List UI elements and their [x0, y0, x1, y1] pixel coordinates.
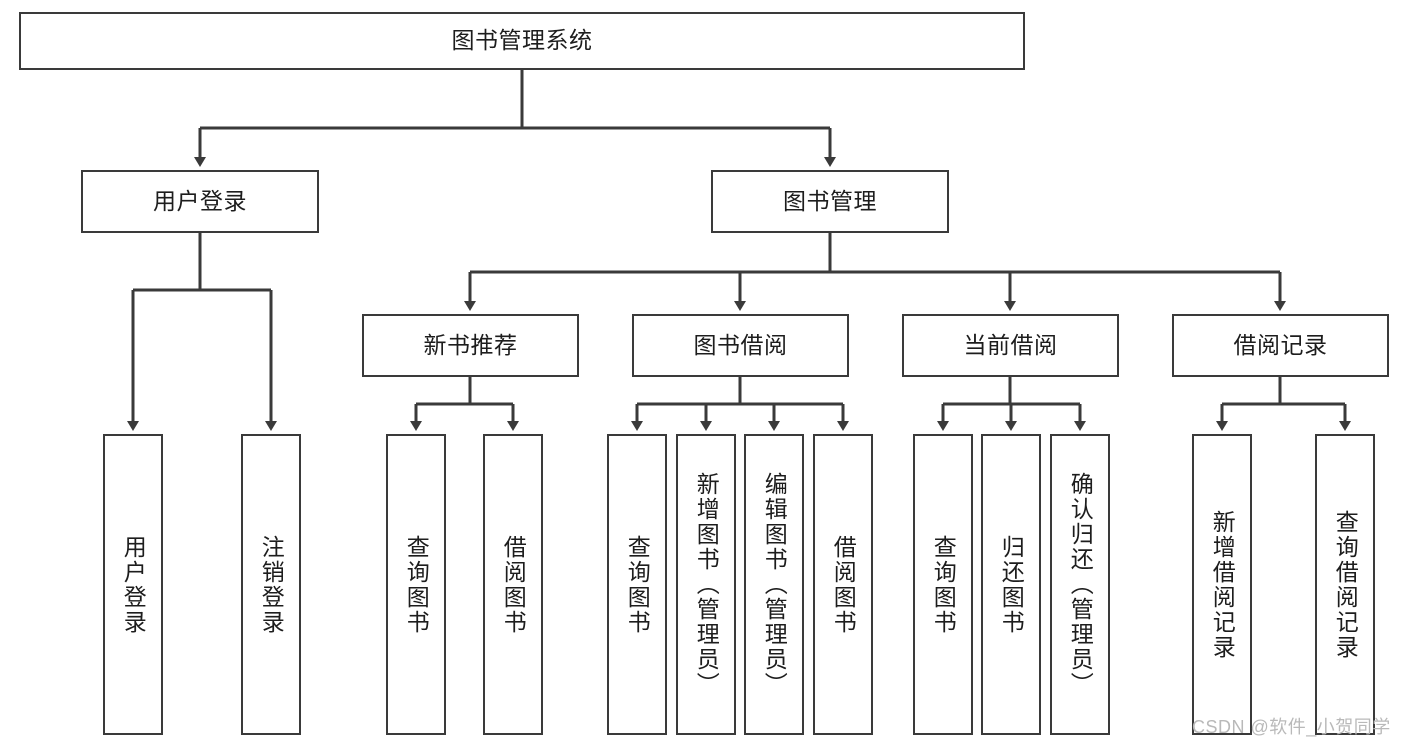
node-borrow-record[interactable]: 借阅记录: [1172, 314, 1389, 377]
leaf-query-book-borrow-label: 查询图书: [624, 534, 651, 635]
leaf-user-logout-label: 注销登录: [258, 534, 285, 635]
leaf-borrow-book-label: 借阅图书: [830, 534, 857, 635]
leaf-user-login-label: 用户登录: [120, 534, 147, 635]
leaf-edit-book-admin[interactable]: 编辑图书（管理员）: [744, 434, 804, 735]
leaf-return-book[interactable]: 归还图书: [981, 434, 1041, 735]
leaf-confirm-return-admin[interactable]: 确认归还（管理员）: [1050, 434, 1110, 735]
leaf-add-book-admin-label: 新增图书（管理员）: [693, 472, 720, 697]
leaf-user-logout[interactable]: 注销登录: [241, 434, 301, 735]
node-new-book-recommendation[interactable]: 新书推荐: [362, 314, 579, 377]
leaf-add-borrow-record[interactable]: 新增借阅记录: [1192, 434, 1252, 735]
node-user-login[interactable]: 用户登录: [81, 170, 319, 233]
node-root[interactable]: 图书管理系统: [19, 12, 1025, 70]
leaf-query-book-current-label: 查询图书: [930, 534, 957, 635]
leaf-user-login[interactable]: 用户登录: [103, 434, 163, 735]
leaf-confirm-return-admin-label: 确认归还（管理员）: [1067, 472, 1094, 697]
node-root-label: 图书管理系统: [451, 27, 593, 54]
node-current-borrow[interactable]: 当前借阅: [902, 314, 1119, 377]
leaf-query-book-recommendation[interactable]: 查询图书: [386, 434, 446, 735]
leaf-query-book-recommendation-label: 查询图书: [403, 534, 430, 635]
leaf-query-book-borrow[interactable]: 查询图书: [607, 434, 667, 735]
leaf-add-borrow-record-label: 新增借阅记录: [1209, 509, 1236, 660]
node-borrow-record-label: 借阅记录: [1233, 331, 1328, 358]
node-book-borrow[interactable]: 图书借阅: [632, 314, 849, 377]
node-book-borrow-label: 图书借阅: [693, 331, 788, 358]
node-user-login-label: 用户登录: [153, 187, 247, 214]
leaf-query-borrow-record-label: 查询借阅记录: [1332, 509, 1359, 660]
leaf-borrow-book[interactable]: 借阅图书: [813, 434, 873, 735]
leaf-borrow-book-recommendation[interactable]: 借阅图书: [483, 434, 543, 735]
leaf-query-book-current[interactable]: 查询图书: [913, 434, 973, 735]
leaf-query-borrow-record[interactable]: 查询借阅记录: [1315, 434, 1375, 735]
leaf-return-book-label: 归还图书: [998, 534, 1025, 635]
node-book-mgmt[interactable]: 图书管理: [711, 170, 949, 233]
leaf-borrow-book-recommendation-label: 借阅图书: [500, 534, 527, 635]
leaf-edit-book-admin-label: 编辑图书（管理员）: [761, 472, 788, 697]
node-book-mgmt-label: 图书管理: [783, 187, 877, 214]
node-current-borrow-label: 当前借阅: [963, 331, 1058, 358]
leaf-add-book-admin[interactable]: 新增图书（管理员）: [676, 434, 736, 735]
node-new-book-recommendation-label: 新书推荐: [423, 331, 518, 358]
